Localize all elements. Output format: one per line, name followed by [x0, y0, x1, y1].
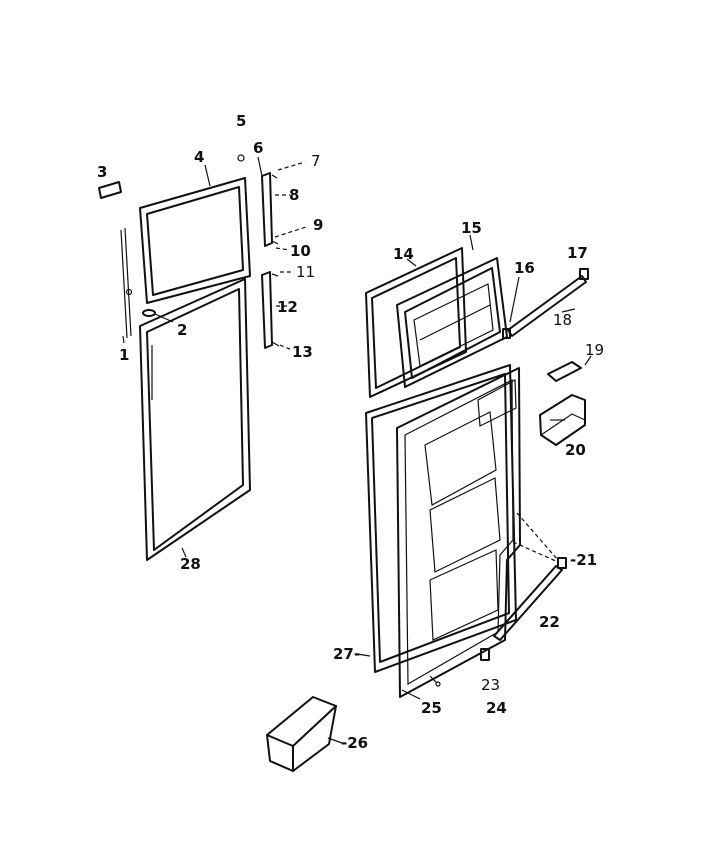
fresh-food-door-panel: [396, 367, 521, 698]
callout-1: 1: [119, 346, 129, 364]
callout-2: 2: [177, 321, 187, 339]
door-shelf-rail-upper: [502, 268, 589, 339]
callout-14: 14: [393, 245, 414, 263]
callout-15: 15: [461, 219, 482, 237]
door-stop-clip: [98, 181, 122, 199]
screw-25: [429, 675, 441, 687]
callout-25: 25: [421, 699, 442, 717]
callout-21: -21: [570, 551, 597, 569]
callout-23: 23: [481, 676, 500, 694]
hinge-pin: [120, 227, 133, 339]
callout-5: 5: [236, 112, 246, 130]
callout-26: -26: [341, 734, 368, 752]
callout-7: 7: [311, 152, 321, 170]
hinge-washer: [142, 309, 156, 317]
freezer-door-gasket: [139, 177, 251, 304]
callout-27: 27-: [333, 645, 360, 663]
door-shelf-rail-lower: [480, 512, 567, 661]
callout-20: 20: [565, 441, 586, 459]
callout-16: 16: [514, 259, 535, 277]
callout-19: 19: [585, 341, 604, 359]
callout-3: 3: [97, 163, 107, 181]
callout-24: 24: [486, 699, 507, 717]
dairy-door-cover: [547, 361, 582, 382]
callout-13: 13: [292, 343, 313, 361]
callout-22: 22: [539, 613, 560, 631]
leader-lines: [122, 156, 592, 744]
door-shelf-bin: [539, 394, 586, 446]
fresh-food-door-gasket-right: [365, 364, 517, 673]
callout-17: 17: [567, 244, 588, 262]
loose-crisper-bin: [266, 696, 337, 772]
screw-5: [237, 154, 245, 162]
callout-9: 9: [313, 216, 323, 234]
upper-door-handle: [261, 161, 307, 251]
callout-11: 11: [296, 263, 315, 281]
freezer-door-gasket-right: [365, 247, 467, 398]
fresh-food-door-gasket: [139, 278, 251, 561]
callout-18: 18: [553, 311, 572, 329]
callout-10: 10: [290, 242, 311, 260]
callout-4: 4: [194, 148, 204, 166]
callout-28: 28: [180, 555, 201, 573]
lower-door-handle: [261, 271, 293, 351]
callout-6: 6: [253, 139, 263, 157]
callout-8: 8: [289, 186, 299, 204]
callout-12: 12: [277, 298, 298, 316]
